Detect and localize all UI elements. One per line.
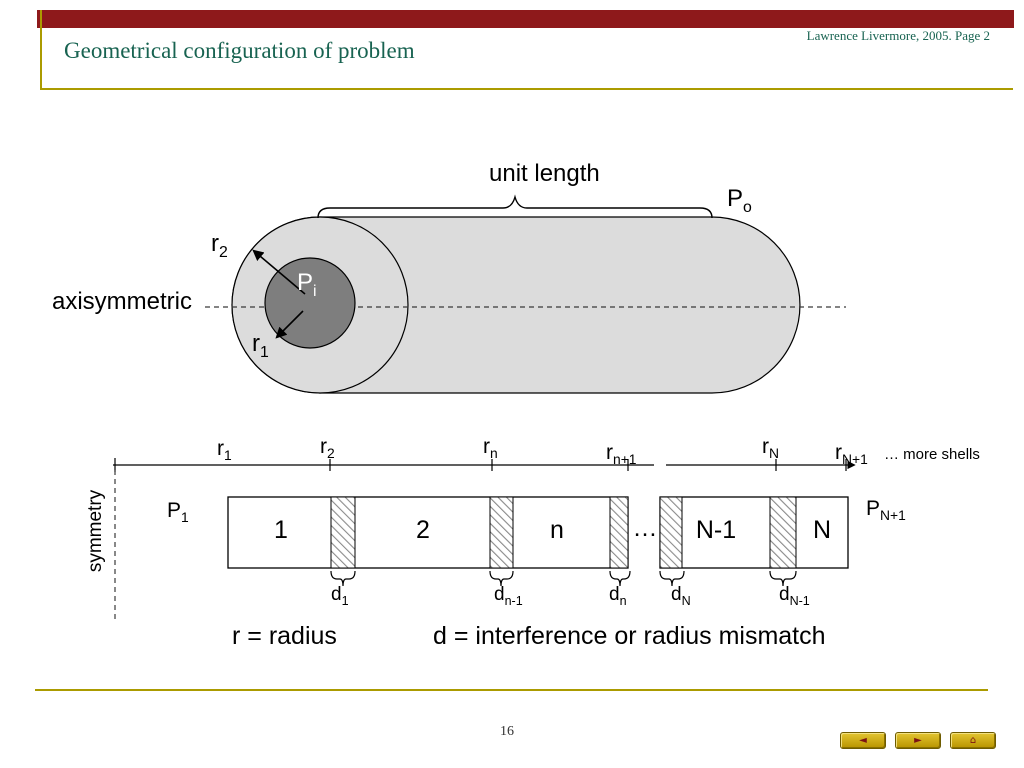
interference-band-4 [659,496,683,569]
back-icon: ◄ [859,734,867,746]
pressure-right-label: PN+1 [866,497,906,524]
forward-icon: ► [914,734,922,746]
slide-title: Geometrical configuration of problem [64,38,415,63]
d-brace-1 [330,570,356,587]
radius-label-rN1: rN+1 [835,441,868,468]
legend-interference: d = interference or radius mismatch [433,622,826,650]
radius-label-rn: rn [483,435,498,462]
inner-radius-label: r1 [252,330,269,361]
home-icon: ⌂ [969,734,977,746]
outer-radius-label: r2 [211,230,228,261]
nav-back-button[interactable]: ◄ [840,732,886,749]
d-label-n: dn [609,584,627,608]
d-label-1: d1 [331,584,349,608]
d-brace-5 [769,570,797,587]
inner-radius-arrow [275,310,304,339]
axisymmetric-label: axisymmetric [52,288,193,315]
shell-label-N-1: N-1 [695,516,737,544]
d-label-n-1: dn-1 [494,584,523,608]
legend-radius: r = radius [232,622,337,650]
nav-buttons: ◄ ► ⌂ [840,732,996,749]
shell-ellipsis: … [632,514,658,542]
radius-label-r1: r1 [217,437,232,464]
shell-label-N: N [812,516,832,544]
shell-label-n: n [550,516,564,544]
symmetry-label: symmetry [85,489,107,573]
d-brace-4 [659,570,685,587]
pressure-outer-label: Po [727,185,752,216]
left-border-line [40,10,42,90]
footer-rule [35,689,988,691]
interference-band-2 [489,496,514,569]
page-number: 16 [500,724,514,739]
d-label-N-1: dN-1 [779,584,810,608]
unit-length-label: unit length [489,160,600,187]
nav-home-button[interactable]: ⌂ [950,732,996,749]
radius-label-rn1: rn+1 [606,441,637,468]
d-brace-2 [489,570,514,587]
d-label-N: dN [671,584,691,608]
pressure-left-label: P1 [167,499,189,526]
interference-band-1 [330,496,356,569]
radius-label-r2: r2 [320,435,335,462]
shell-label-1: 1 [274,516,288,544]
radius-label-rN: rN [762,435,780,462]
more-shells-label: … more shells [884,446,980,463]
d-brace-3 [609,570,631,587]
top-red-bar [37,10,1014,28]
outer-radius-arrow [252,249,306,295]
pressure-inner-label: Pi [297,269,317,300]
credit-text: Lawrence Livermore, 2005. Page 2 [806,28,990,43]
shell-stack-rect [227,496,629,569]
header-rule [40,88,1013,90]
nav-forward-button[interactable]: ► [895,732,941,749]
interference-band-5 [769,496,797,569]
unit-length-brace [317,194,713,219]
interference-band-3 [609,496,629,569]
shell-label-2: 2 [416,516,430,544]
